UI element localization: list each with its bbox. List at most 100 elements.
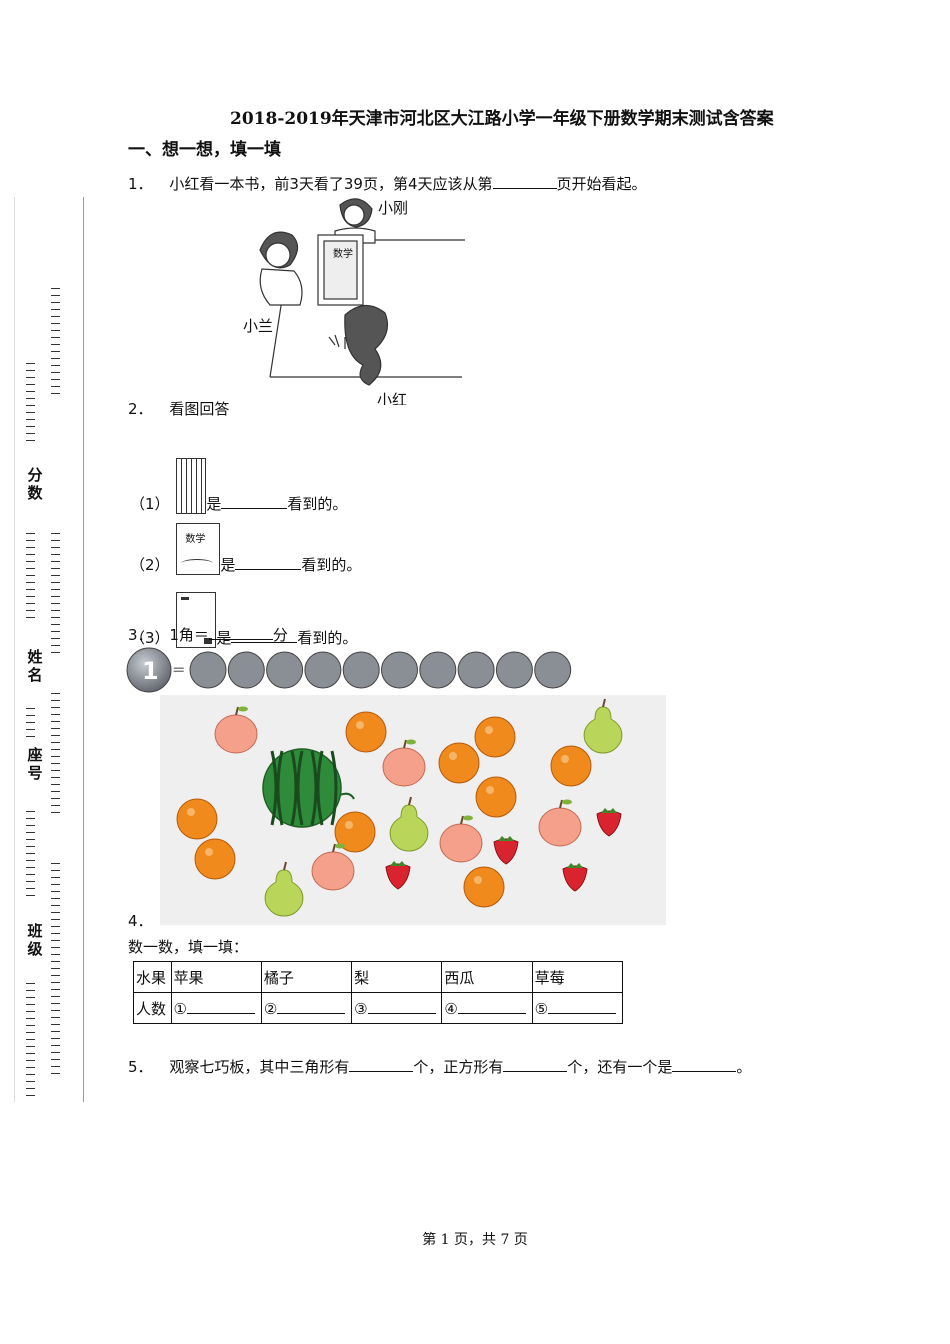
question-text: 观察七巧板，其中三角形有 xyxy=(169,1058,350,1076)
small-coin xyxy=(227,651,265,689)
apple-icon xyxy=(382,739,426,787)
answer-blank[interactable] xyxy=(503,1057,568,1072)
table-header-row: 水果 苹果 橘子 梨 西瓜 草莓 xyxy=(133,961,624,993)
dash-column-1 xyxy=(50,285,60,397)
sidebar-name-label: 姓名 xyxy=(27,648,43,684)
dash-column-5 xyxy=(25,705,35,740)
orange-icon xyxy=(176,798,218,840)
table-answer-cell[interactable]: ④ xyxy=(441,992,533,1024)
q1-book-label: 数学 xyxy=(333,247,353,260)
small-coin xyxy=(304,651,342,689)
unit-label: 分 xyxy=(272,626,288,644)
small-coin xyxy=(457,651,495,689)
question-number: 3． xyxy=(128,626,153,644)
question-4-number: 4． xyxy=(128,912,153,930)
dash-column-9 xyxy=(25,980,35,1099)
watermelon-icon xyxy=(262,748,355,828)
question-5: 5． 观察七巧板，其中三角形有 个，正方形有 个，还有一个是 。 xyxy=(128,1056,751,1077)
answer-blank[interactable] xyxy=(235,555,302,570)
orange-icon xyxy=(345,711,387,753)
answer-blank[interactable] xyxy=(221,494,288,509)
q2-item-2: （2） 数学是看到的。 xyxy=(130,523,361,575)
small-coin xyxy=(266,651,304,689)
q1-label-xiaolan: 小兰 xyxy=(243,317,273,335)
question-text: 个，正方形有 xyxy=(413,1058,504,1076)
table-answer-cell[interactable]: ⑤ xyxy=(531,992,624,1024)
item-number: （3） xyxy=(130,629,170,647)
apple-icon xyxy=(538,799,582,847)
question-text: 小红看一本书，前3天看了39页，第4天应该从第 xyxy=(169,175,493,193)
book-cover-view-image: 数学 xyxy=(176,523,221,575)
is-label: 是 xyxy=(216,629,232,647)
small-coin xyxy=(189,651,227,689)
coins-image: 1 = xyxy=(126,647,572,693)
table-answer-cell[interactable]: ① xyxy=(170,992,262,1024)
dash-column-3 xyxy=(25,530,35,621)
table-cell: 梨 xyxy=(351,961,443,993)
margin-line xyxy=(83,197,84,1102)
equals-sign: = xyxy=(172,660,185,679)
apple-icon xyxy=(214,706,258,754)
dash-column-2 xyxy=(25,360,35,444)
question-2: 2． 看图回答 xyxy=(128,398,229,419)
question-number: 5． xyxy=(128,1058,153,1076)
apple-icon xyxy=(439,815,483,863)
margin-line-outer xyxy=(14,197,15,1102)
dash-column-6 xyxy=(50,690,60,816)
orange-icon xyxy=(475,776,517,818)
q1-label-xiaogang: 小刚 xyxy=(378,199,408,217)
answer-blank[interactable] xyxy=(492,174,557,189)
answer-blank[interactable] xyxy=(349,1057,414,1072)
is-label: 是 xyxy=(206,495,222,513)
orange-icon xyxy=(463,866,505,908)
item-tail: 看到的。 xyxy=(297,629,358,647)
q1-illustration: 数学 小刚 小兰 小红 xyxy=(243,198,465,405)
section-heading: 一、想一想，填一填 xyxy=(128,140,281,160)
table-cell: 橘子 xyxy=(260,961,353,993)
item-number: （2） xyxy=(130,556,170,574)
book-back-view-image xyxy=(176,592,217,648)
table-answer-cell[interactable]: ③ xyxy=(351,992,443,1024)
pear-icon xyxy=(389,796,429,852)
table-cell: 水果 xyxy=(133,961,172,993)
q4-prompt: 数一数，填一填： xyxy=(128,938,249,956)
strawberry-icon xyxy=(562,863,588,892)
table-cell: 草莓 xyxy=(531,961,624,993)
small-coin xyxy=(534,651,572,689)
fruit-count-table: 水果 苹果 橘子 梨 西瓜 草莓 人数 ① ② ③ ④ ⑤ xyxy=(133,961,624,1024)
apple-icon xyxy=(311,843,355,891)
answer-blank[interactable] xyxy=(231,628,298,643)
question-3: 3． 1角＝分 xyxy=(128,624,288,645)
q1-label-xiaohong: 小红 xyxy=(377,391,407,405)
fruit-picture xyxy=(160,695,666,925)
q2-item-3: （3） 是 看到的。 xyxy=(130,592,357,648)
question-text: 个，还有一个是 xyxy=(567,1058,673,1076)
strawberry-icon xyxy=(596,808,622,837)
is-label: 是 xyxy=(220,556,236,574)
small-coin xyxy=(381,651,418,689)
orange-icon xyxy=(194,838,236,880)
table-cell: 苹果 xyxy=(170,961,262,993)
small-coin xyxy=(419,651,457,689)
orange-icon xyxy=(334,811,376,853)
question-text: 看图回答 xyxy=(169,400,230,418)
small-coin xyxy=(495,651,533,689)
sidebar-seat-label: 座号 xyxy=(27,746,43,782)
dash-column-7 xyxy=(25,808,35,899)
answer-blank[interactable] xyxy=(208,625,273,640)
sidebar-class-label: 班级 xyxy=(27,922,43,958)
answer-blank[interactable] xyxy=(672,1057,737,1072)
item-tail: 看到的。 xyxy=(287,495,348,513)
sidebar-score-label: 分数 xyxy=(27,466,43,502)
pear-icon xyxy=(583,698,623,754)
question-number: 1． xyxy=(128,175,153,193)
page-footer: 第 1 页，共 7 页 xyxy=(422,1232,528,1248)
orange-icon xyxy=(438,742,480,784)
question-1: 1． 小红看一本书，前3天看了39页，第4天应该从第页开始看起。 xyxy=(128,173,647,194)
table-answer-cell[interactable]: ② xyxy=(260,992,353,1024)
coin-face-value: 1 xyxy=(142,657,159,685)
dash-column-4 xyxy=(50,530,60,656)
table-cell: 西瓜 xyxy=(441,961,533,993)
one-jiao-coin xyxy=(126,647,172,693)
question-text: 。 xyxy=(736,1058,752,1076)
